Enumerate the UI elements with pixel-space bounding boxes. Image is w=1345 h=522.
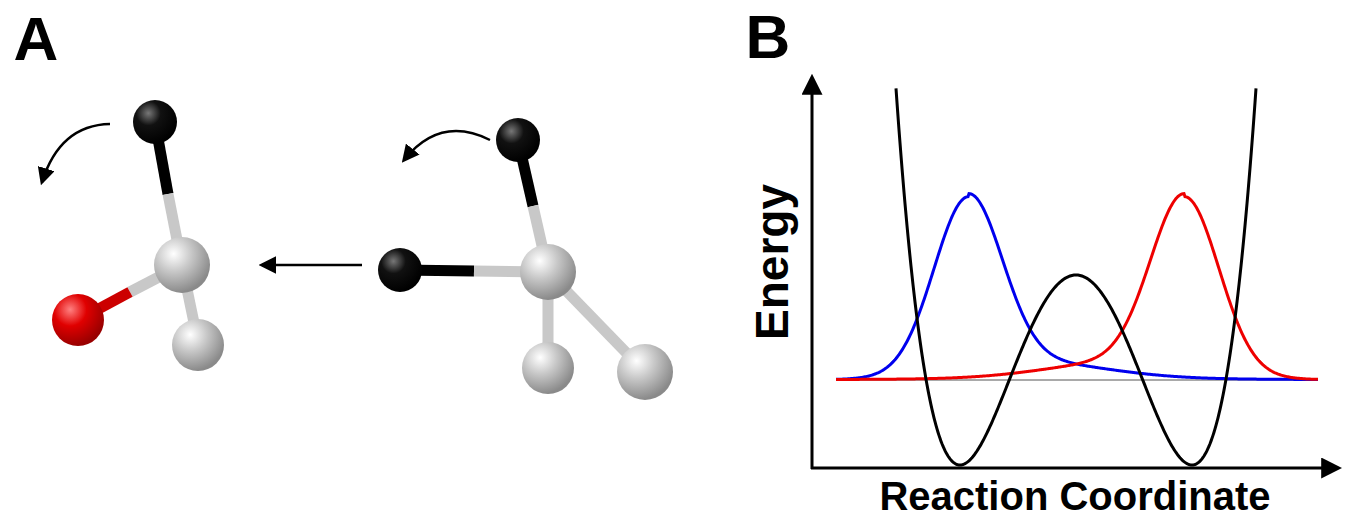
x-axis <box>811 467 1338 470</box>
energy-curves <box>836 88 1318 465</box>
axis-title: Reaction Coordinate <box>879 476 1270 516</box>
grey-atom <box>172 319 224 371</box>
y-axis <box>811 78 814 469</box>
product-molecule <box>52 100 224 371</box>
axis-title: Energy <box>749 184 795 340</box>
panel-label: B <box>746 6 791 68</box>
panel-label: A <box>14 8 59 70</box>
black-atom <box>133 100 177 144</box>
grey-atom <box>154 237 210 293</box>
black-atom <box>496 118 540 162</box>
grey-atom <box>520 244 576 300</box>
reaction-arrow <box>262 264 362 267</box>
double-well-curve <box>896 88 1256 465</box>
rotation-arrow <box>404 131 490 160</box>
reactant-molecule <box>378 118 673 400</box>
black-atom <box>378 248 422 292</box>
grey-atom <box>617 344 673 400</box>
grey-atom <box>522 342 574 394</box>
red-atom <box>52 294 104 346</box>
rotation-arrow <box>42 124 110 182</box>
